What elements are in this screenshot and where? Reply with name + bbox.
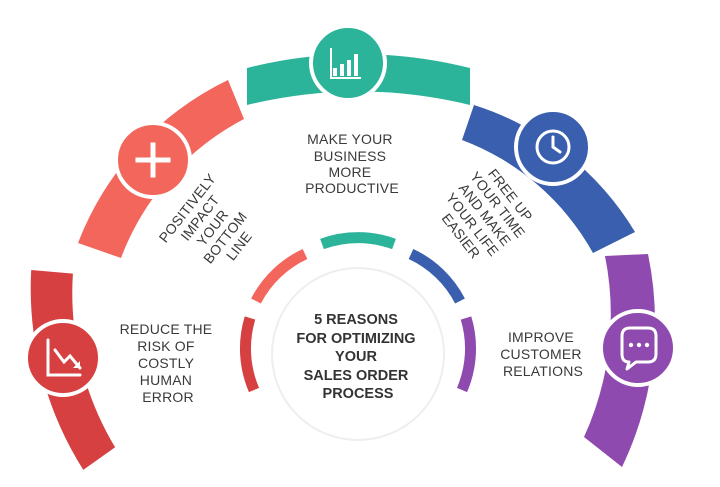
label-line: RELATIONS bbox=[503, 363, 583, 379]
label-line: BUSINESS bbox=[314, 148, 386, 164]
segment-label-customer-relations: IMPROVE CUSTOMER RELATIONS bbox=[500, 329, 586, 379]
label-line: COSTLY bbox=[138, 355, 195, 371]
segment-reduce-risk: REDUCE THE RISK OF COSTLY HUMAN ERROR bbox=[24, 270, 217, 470]
label-line: CUSTOMER bbox=[500, 346, 581, 362]
center-hub: 5 REASONS FOR OPTIMIZING YOUR SALES ORDE… bbox=[271, 267, 445, 441]
inner-arc-free-time bbox=[408, 249, 465, 304]
center-line: SALES ORDER bbox=[304, 368, 409, 384]
center-line: FOR OPTIMIZING bbox=[296, 331, 415, 347]
segment-customer-relations: IMPROVE CUSTOMER RELATIONS bbox=[500, 254, 677, 467]
segment-label-productive: MAKE YOUR BUSINESS MORE PRODUCTIVE bbox=[305, 131, 399, 196]
clock-icon bbox=[535, 129, 571, 165]
segment-bottom-line: POSITIVELY IMPACT YOUR BOTTOM LINE bbox=[78, 80, 255, 267]
icon-circle-customer-relations bbox=[599, 309, 677, 387]
segment-productive: MAKE YOUR BUSINESS MORE PRODUCTIVE bbox=[247, 24, 470, 196]
label-line: IMPROVE bbox=[508, 329, 574, 345]
segment-label-free-time: FREE UP YOUR TIME AND MAKE YOUR LIFE EAS… bbox=[429, 159, 543, 274]
segment-free-time: FREE UP YOUR TIME AND MAKE YOUR LIFE EAS… bbox=[429, 105, 635, 274]
center-circle bbox=[271, 267, 445, 441]
inner-arc-customer-relations bbox=[456, 316, 477, 393]
inner-arc-productive bbox=[320, 232, 396, 250]
label-line: PRODUCTIVE bbox=[305, 180, 399, 196]
label-line: HUMAN bbox=[140, 372, 192, 388]
plus-icon bbox=[135, 142, 171, 178]
inner-arc-reduce-risk bbox=[239, 316, 260, 393]
segment-label-reduce-risk: REDUCE THE RISK OF COSTLY HUMAN ERROR bbox=[120, 321, 217, 405]
label-line: ERROR bbox=[142, 389, 194, 405]
label-line: RISK OF bbox=[137, 338, 194, 354]
chat-bubble-icon bbox=[620, 326, 658, 371]
center-title: 5 REASONS FOR OPTIMIZING YOUR SALES ORDE… bbox=[296, 312, 419, 402]
center-line: PROCESS bbox=[323, 386, 394, 402]
label-line: REDUCE THE bbox=[120, 321, 213, 337]
declining-chart-icon bbox=[46, 338, 82, 377]
label-line: MAKE YOUR bbox=[307, 131, 393, 147]
center-line: YOUR bbox=[335, 349, 377, 365]
inner-ring bbox=[239, 232, 477, 393]
inner-arc-bottom-line bbox=[251, 249, 308, 304]
label-line: MORE bbox=[329, 164, 372, 180]
icon-circle-reduce-risk bbox=[24, 319, 102, 397]
center-line: 5 REASONS bbox=[314, 312, 398, 328]
bar-chart-icon bbox=[330, 48, 361, 79]
